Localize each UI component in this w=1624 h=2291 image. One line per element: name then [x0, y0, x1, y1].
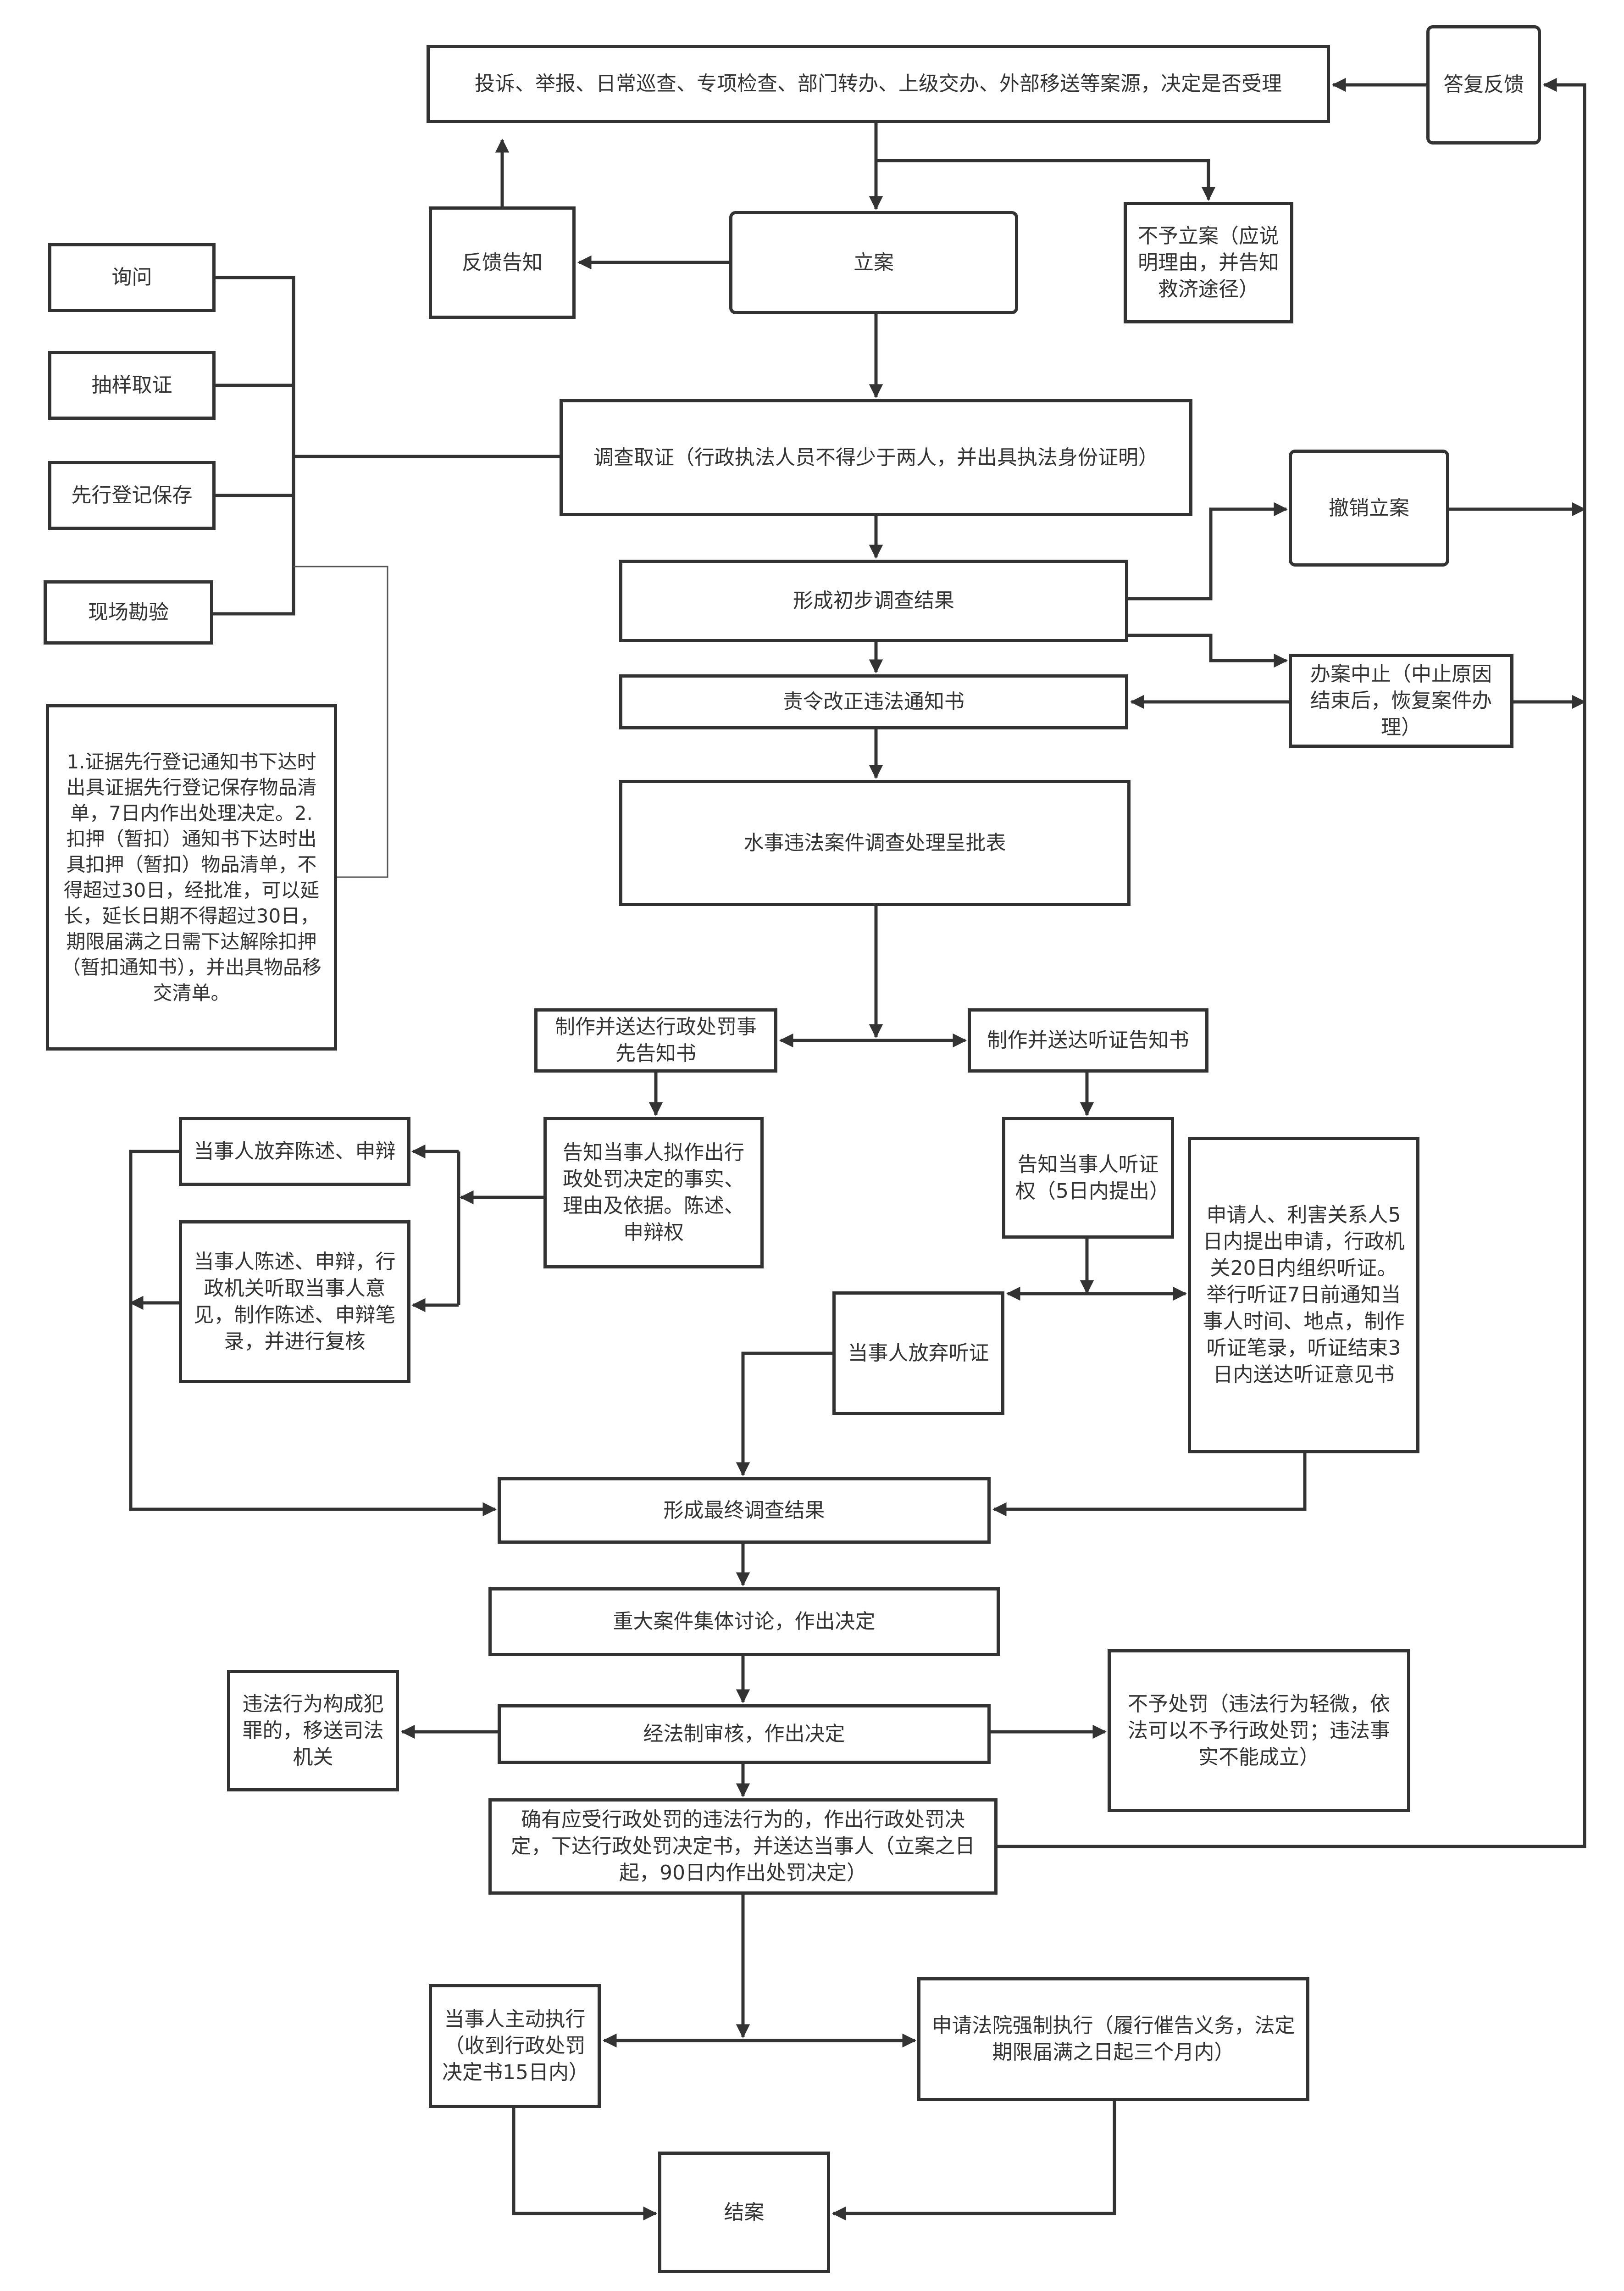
sampling-box: 抽样取证: [48, 351, 216, 420]
hearing-right-text: 告知当事人听证权（5日内提出）: [1015, 1152, 1170, 1203]
hearing-notice-text: 制作并送达听证告知书: [987, 1029, 1189, 1052]
close-case-box: 结案: [658, 2152, 830, 2273]
penalty-decision-box: 确有应受行政处罚的违法行为的，作出行政处罚决定，下达行政处罚决定书，并送达当事人…: [488, 1798, 998, 1895]
crime-transfer-text: 违法行为构成犯罪的，移送司法机关: [242, 1692, 384, 1769]
revoke-case-box: 撤销立案: [1289, 450, 1449, 567]
crime-transfer-box: 违法行为构成犯罪的，移送司法机关: [227, 1670, 399, 1791]
hearing-process-text: 申请人、利害关系人5日内提出申请，行政机关20日内组织听证。举行听证7日前通知当…: [1203, 1203, 1405, 1386]
evidence-note-text: 1.证据先行登记通知书下达时出具证据先行登记保存物品清单，7日内作出处理决定。2…: [61, 750, 321, 1004]
hearing-notice-box: 制作并送达听证告知书: [968, 1008, 1208, 1073]
connector-inquiry: [213, 276, 295, 616]
penalty-prenotice-box: 制作并送达行政处罚事先告知书: [534, 1008, 777, 1073]
suspend-case-box: 办案中止（中止原因结束后，恢复案件办理）: [1289, 654, 1513, 748]
waive-statement-box: 当事人放弃陈述、申辩: [179, 1117, 410, 1186]
close-case-text: 结案: [724, 2200, 765, 2224]
collective-discussion-text: 重大案件集体讨论，作出决定: [613, 1610, 876, 1633]
arrow-preliminary-to-suspend: [1128, 634, 1288, 668]
legal-review-text: 经法制审核，作出决定: [643, 1722, 845, 1746]
reply-feedback-text: 答复反馈: [1443, 73, 1524, 96]
sampling-text: 抽样取证: [91, 373, 172, 397]
court-enforcement-box: 申请法院强制执行（履行催告义务，法定期限届满之日起三个月内）: [917, 1977, 1309, 2101]
final-result-text: 形成最终调查结果: [663, 1498, 825, 1522]
voluntary-execution-text: 当事人主动执行（收到行政处罚决定书15日内）: [442, 2007, 589, 2084]
hearing-right-box: 告知当事人听证权（5日内提出）: [1002, 1117, 1174, 1239]
penalty-prenotice-text: 制作并送达行政处罚事先告知书: [555, 1015, 757, 1065]
preliminary-result-text: 形成初步调查结果: [793, 589, 954, 612]
arrow-sources-to-no-case: [876, 159, 1216, 201]
arrow-court-to-close: [831, 2101, 1116, 2221]
reply-feedback-box: 答复反馈: [1426, 25, 1541, 145]
investigation-text: 调查取证（行政执法人员不得少于两人，并出具执法身份证明）: [593, 445, 1158, 469]
case-sources-text: 投诉、举报、日常巡查、专项检查、部门转办、上级交办、外部移送等案源，决定是否受理: [475, 72, 1282, 95]
preregistration-text: 先行登记保存: [71, 484, 193, 507]
case-sources-box: 投诉、举报、日常巡查、专项检查、部门转办、上级交办、外部移送等案源，决定是否受理: [427, 45, 1330, 123]
legal-review-box: 经法制审核，作出决定: [498, 1704, 991, 1764]
court-enforcement-text: 申请法院强制执行（履行催告义务，法定期限届满之日起三个月内）: [931, 2014, 1295, 2064]
waive-hearing-text: 当事人放弃听证: [848, 1341, 989, 1365]
waive-hearing-box: 当事人放弃听证: [832, 1291, 1004, 1415]
rectification-notice-text: 责令改正违法通知书: [783, 690, 964, 713]
approval-form-text: 水事违法案件调查处理呈批表: [743, 831, 1006, 855]
rectification-notice-box: 责令改正违法通知书: [619, 674, 1128, 729]
feedback-notice-text: 反馈告知: [462, 250, 543, 274]
inquiry-text: 询问: [111, 266, 152, 289]
voluntary-execution-box: 当事人主动执行（收到行政处罚决定书15日内）: [429, 1984, 601, 2108]
preliminary-result-box: 形成初步调查结果: [619, 560, 1128, 642]
site-inspection-text: 现场勘验: [88, 601, 169, 624]
arrow-waive-hearing-to-final: [736, 1351, 832, 1477]
no-case-box: 不予立案（应说明理由，并告知救济途径）: [1124, 202, 1293, 323]
waive-statement-text: 当事人放弃陈述、申辩: [194, 1140, 396, 1163]
site-inspection-box: 现场勘验: [44, 580, 213, 645]
arrow-preliminary-to-revoke: [1128, 502, 1288, 601]
approval-form-box: 水事违法案件调查处理呈批表: [619, 780, 1131, 906]
file-case-box: 立案: [729, 211, 1018, 314]
penalty-decision-text: 确有应受行政处罚的违法行为的，作出行政处罚决定，下达行政处罚决定书，并送达当事人…: [511, 1808, 975, 1885]
revoke-case-text: 撤销立案: [1329, 496, 1409, 520]
investigation-box: 调查取证（行政执法人员不得少于两人，并出具执法身份证明）: [560, 399, 1192, 516]
arrow-decision-to-reply: [998, 78, 1586, 1848]
collective-discussion-box: 重大案件集体讨论，作出决定: [488, 1587, 1000, 1656]
evidence-note-box: 1.证据先行登记通知书下达时出具证据先行登记保存物品清单，7日内作出处理决定。2…: [46, 704, 337, 1051]
preregistration-box: 先行登记保存: [48, 461, 216, 530]
statement-review-text: 当事人陈述、申辩，行政机关听取当事人意见，制作陈述、申辩笔录，并进行复核: [194, 1250, 396, 1353]
inform-facts-box: 告知当事人拟作出行政处罚决定的事实、理由及依据。陈述、申辩权: [543, 1117, 764, 1268]
no-penalty-box: 不予处罚（违法行为轻微，依法可以不予行政处罚；违法事实不能成立）: [1108, 1649, 1410, 1812]
hearing-process-box: 申请人、利害关系人5日内提出申请，行政机关20日内组织听证。举行听证7日前通知当…: [1188, 1137, 1419, 1453]
inform-facts-text: 告知当事人拟作出行政处罚决定的事实、理由及依据。陈述、申辩权: [563, 1141, 744, 1244]
statement-review-box: 当事人陈述、申辩，行政机关听取当事人意见，制作陈述、申辩笔录，并进行复核: [179, 1220, 410, 1383]
inquiry-box: 询问: [48, 243, 216, 312]
final-result-box: 形成最终调查结果: [498, 1477, 991, 1544]
file-case-text: 立案: [854, 250, 894, 274]
no-penalty-text: 不予处罚（违法行为轻微，依法可以不予行政处罚；违法事实不能成立）: [1128, 1692, 1390, 1769]
suspend-case-text: 办案中止（中止原因结束后，恢复案件办理）: [1310, 662, 1492, 739]
arrow-waive-statement-to-final: [129, 1150, 497, 1517]
connector-note: [294, 566, 388, 878]
arrow-hearing-process-to-final: [992, 1453, 1307, 1517]
feedback-notice-box: 反馈告知: [429, 206, 576, 319]
no-case-text: 不予立案（应说明理由，并告知救济途径）: [1138, 224, 1279, 301]
arrow-voluntary-to-close: [512, 2108, 658, 2221]
